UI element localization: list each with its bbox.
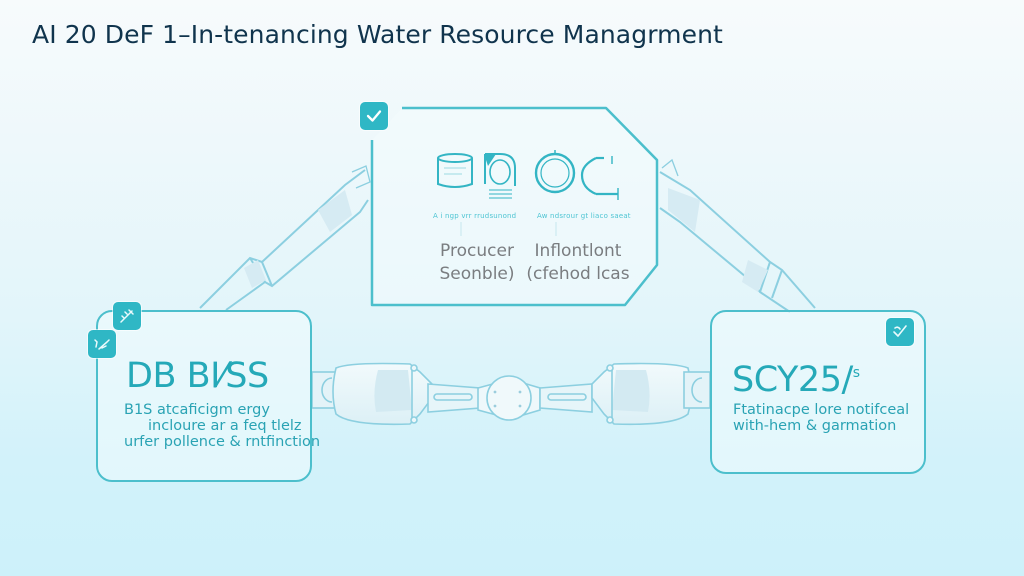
center-label-line: Procucer — [440, 241, 514, 261]
right-arm-connector — [659, 158, 816, 313]
center-caption-right: Aw ndsrour gt liaco saeat — [537, 212, 631, 220]
center-label-line: (cfehod lcas — [526, 264, 630, 284]
tool-icon — [120, 309, 134, 323]
left-panel — [96, 310, 312, 482]
filter-icon — [484, 153, 516, 199]
container-icon — [437, 153, 473, 188]
center-label-line: Inflontlont — [534, 241, 622, 261]
left-panel-desc-line-1: B1S atcaficigm ergy — [124, 402, 270, 418]
horizontal-pipe-connector — [311, 362, 711, 426]
right-panel-heading-text: SCY25/ — [732, 360, 853, 400]
right-panel-desc-line-2: with-hem & garmation — [733, 418, 897, 434]
center-panel-badge[interactable] — [360, 102, 388, 130]
left-panel-badge-bottom[interactable] — [88, 330, 116, 358]
right-panel-heading-suffix: s — [852, 365, 860, 381]
ring-icon — [534, 150, 576, 194]
right-panel-badge[interactable] — [886, 318, 914, 346]
left-arm-connector — [199, 165, 371, 311]
left-panel-desc-line-2: incloure ar a feq tlelz — [148, 418, 302, 434]
center-label-information: Inflontlont (cfehod lcas — [526, 240, 630, 286]
diagram-title: AI 20 DeF 1–In-tenancing Water Resource … — [32, 20, 723, 49]
center-panel-outline — [370, 106, 659, 307]
tool-icon — [94, 339, 110, 350]
right-panel-desc-line-1: Ftatinacpe lore notifceal — [733, 402, 910, 418]
check-icon — [366, 110, 382, 122]
check-tool-icon — [893, 325, 907, 337]
center-caption-left: A i ngp vrr rrudsunond — [433, 212, 517, 220]
right-panel-heading: SCY25/s — [732, 360, 860, 400]
center-label-line: Seonble) — [439, 264, 515, 284]
clamp-icon — [580, 156, 619, 200]
left-panel-desc-line-3: urfer pollence & rntfinction — [124, 434, 321, 450]
left-panel-heading: DB BI⁄SS — [126, 356, 269, 396]
left-panel-badge-top[interactable] — [113, 302, 141, 330]
center-label-producer: Procucer Seonble) — [430, 240, 524, 286]
